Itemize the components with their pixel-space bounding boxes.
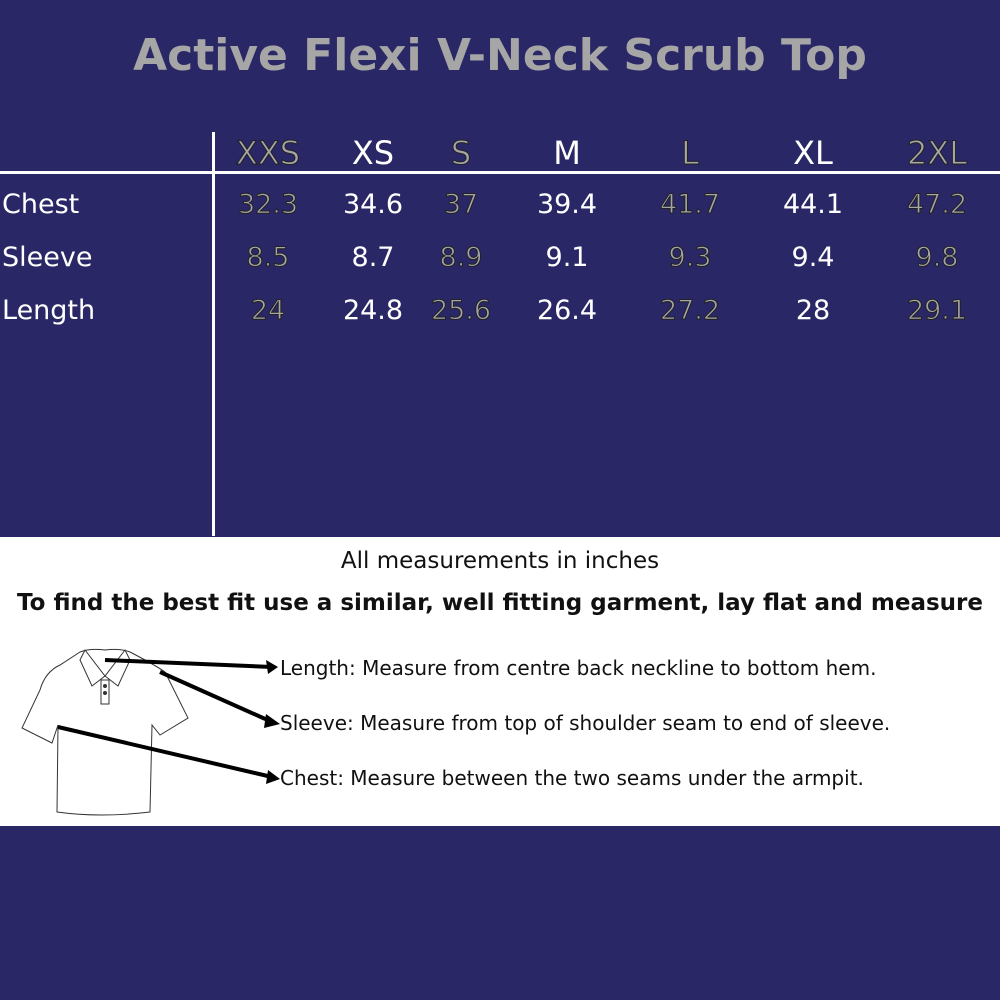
table-cell: 28: [795, 295, 831, 326]
size-header-m: M: [553, 134, 581, 172]
fit-note: To find the best fit use a similar, well…: [17, 590, 983, 616]
row-label-sleeve: Sleeve: [2, 242, 93, 273]
table-cell: 9.8: [915, 242, 959, 274]
table-cell: 37: [443, 189, 479, 221]
table-cell: 8.5: [246, 242, 290, 274]
chest-instruction: Chest: Measure between the two seams und…: [280, 766, 864, 790]
page-title: Active Flexi V-Neck Scrub Top: [133, 30, 867, 81]
size-header-xl: XL: [793, 134, 833, 172]
table-cell: 44.1: [782, 189, 844, 220]
table-cell: 41.7: [659, 189, 721, 221]
table-cell: 34.6: [342, 189, 404, 220]
table-cell: 8.9: [439, 242, 483, 274]
table-cell: 32.3: [237, 189, 299, 221]
sleeve-instruction: Sleeve: Measure from top of shoulder sea…: [280, 711, 891, 735]
row-label-chest: Chest: [2, 189, 80, 220]
table-cell: 24: [250, 295, 286, 327]
size-header-s: S: [450, 134, 472, 173]
table-cell: 9.1: [545, 242, 589, 273]
table-cell: 25.6: [430, 295, 492, 327]
measurement-arrows: [57, 658, 273, 779]
table-cell: 9.4: [791, 242, 835, 273]
table-cell: 9.3: [668, 242, 712, 274]
size-header-xxs: XXS: [235, 134, 301, 173]
length-instruction: Length: Measure from centre back necklin…: [280, 656, 877, 680]
table-cell: 47.2: [906, 189, 968, 221]
table-cell: 24.8: [342, 295, 404, 326]
table-cell: 29.1: [906, 295, 968, 327]
shirt-icon: [21, 648, 189, 816]
units-note: All measurements in inches: [340, 548, 660, 574]
label-column-divider: [212, 132, 215, 536]
header-divider: [0, 171, 1000, 174]
table-cell: 8.7: [351, 242, 395, 273]
size-header-xs: XS: [351, 134, 395, 172]
size-header-2xl: 2XL: [906, 134, 968, 173]
table-cell: 26.4: [536, 295, 598, 326]
row-label-length: Length: [2, 295, 96, 326]
size-header-l: L: [681, 134, 700, 173]
table-cell: 39.4: [536, 189, 598, 220]
table-cell: 27.2: [659, 295, 721, 327]
